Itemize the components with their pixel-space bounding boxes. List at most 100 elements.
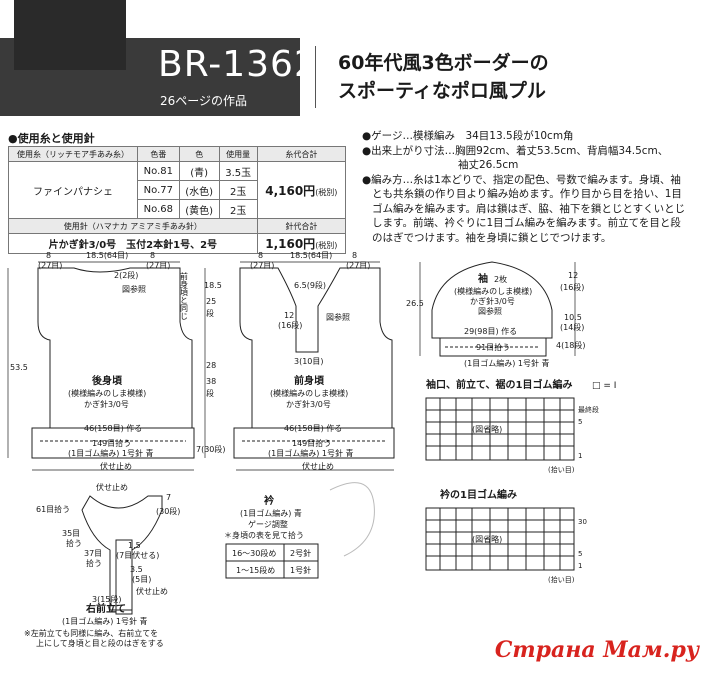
rib1-last-row: 最終段 [578,405,599,414]
back-fig-ref: 図参照 [122,284,146,294]
collar-name: 衿 [264,494,274,507]
needle-total-tax: (税別) [315,241,338,250]
back-sub2: かぎ針3/0号 [84,399,129,409]
sleeve-rib: (1目ゴム編み) 1号針 青 [464,358,550,368]
back-side-25: 25 [206,297,216,306]
collar-sketch [329,482,375,557]
th-needle-total: 針代合計 [256,218,347,234]
placket-p7: (7目伏せる) [116,550,159,560]
sleeve-fig-ref: 図参照 [478,306,502,316]
front-top-27r: (27目) [346,261,370,270]
front-cast: 46(158目) 作る [284,423,342,433]
sleeve-r105: 10.5 [564,313,582,322]
front-top-27l: (27目) [250,261,274,270]
th-color: 色 [178,146,220,162]
back-side-185: 18.5 [204,281,222,290]
front-top-8l: 8 [258,251,263,260]
placket-r30: (30段) [156,506,180,516]
placket-note2: 上にして身頃と目と段のはぎをする [36,638,164,648]
pattern-code: BR-13625 [158,44,342,85]
back-side-38: 38 [206,377,216,386]
back-rib-band [31,427,195,459]
back-body-outline [37,267,193,429]
rib2-pick: (拾い目) [548,575,575,584]
back-sub1: (模様編みのしま模様) [68,388,146,398]
sleeve-r16: (16段) [560,282,584,292]
front-top-185: 18.5(64目) [290,251,332,260]
rib-chart-1 [425,397,575,461]
rib1-abbr: (図省略) [472,424,502,434]
placket-rib: (1目ゴム編み) 1号針 青 [62,616,148,626]
front-placket-3: 3(10目) [294,357,324,366]
rib1-row1: 1 [578,452,582,460]
front-bind: 伏せ止め [302,461,334,471]
method-line: のはぎでつけます。袖を身頃に鎖とじでつけます。 [372,231,612,244]
front-neck-16: (16段) [278,320,302,330]
back-cast: 46(158目) 作る [84,423,142,433]
back-neck-2: 2(2段) [114,270,138,280]
back-bind: 伏せ止め [100,461,132,471]
collar-needle: 2号針 [290,548,311,558]
placket-name: 右前立て [85,602,126,615]
placket-p15: 1.5 [128,541,141,550]
materials-table: 使用糸（リッチモア手あみ糸） 色番 色 使用量 糸代合計 ファインパナシェ No… [8,146,347,254]
rib1-title: 袖口、前立て、裾の1目ゴム編み [425,378,572,391]
placket-p3: 3(15段) [92,594,122,604]
sleeve-r12: 12 [568,271,578,280]
placket-r7: 7 [166,493,171,502]
title-line-2: スポーティなポロ風プル [338,80,546,102]
title-line-1: 60年代風3色ボーダーの [338,52,549,74]
front-rib: (1目ゴム編み) 1号針 青 [268,448,354,458]
front-top-8r: 8 [352,251,357,260]
front-pick: 149目拾う [292,438,331,448]
front-neck-12: 12 [284,311,294,320]
placket-bind2: 伏せ止め [136,586,168,596]
yarn-total: 4,160円(税別) [256,161,347,219]
method-line: します。前端、衿ぐりに1目ゴム編みを編みます。前立てを目と段 [372,217,681,229]
back-side-38b: 段 [206,388,214,398]
yarn-total-value: 4,160円 [265,183,316,198]
method-line: とも共糸鎖の作り目より編み始めます。作り目から目を拾い、1目 [372,188,682,200]
back-side-25b: 段 [206,308,214,318]
sleeve-count: 2枚 [494,274,507,284]
sleeve-r4: 4(18段) [556,340,586,350]
rib1-row5: 5 [578,418,582,426]
sleeve-name: 袖 [477,272,488,285]
rib2-title: 衿の1目ゴム編み [440,488,517,501]
placket-p5: (5目) [132,575,151,584]
collar-rib: (1目ゴム編み) 青 [240,508,302,518]
needle-total-value: 1,160円 [265,237,316,251]
title-divider [315,46,316,108]
yarn-total-tax: (税別) [315,187,338,197]
model-photo [14,0,126,70]
placket-outline [81,495,163,611]
method-line: ●編み方…糸は1本どりで、指定の配色、号数で編みます。身頃、袖 [362,173,681,186]
front-rib-band [233,427,395,459]
back-side-28: 28 [206,361,216,370]
method-line: ゴム編みを編みます。肩は鎖はぎ、脇、袖下を鎖とじとすくいとじ [372,202,686,215]
sleeve-rib-band [439,337,547,357]
materials-heading: ●使用糸と使用針 [8,132,95,145]
rib1-pick: (拾い目) [548,465,575,474]
back-top-27r: (27目) [146,261,170,270]
collar-note: ＊身頃の表を見て拾う [224,530,304,540]
placket-pick37b: 拾う [86,558,102,568]
back-name: 後身頃 [92,374,123,387]
placket-note1: ※左前立ても同様に編み、右前立てを [24,628,158,638]
needle-total: 1,160円(税別) [256,233,347,254]
placket-p35: 3.5 [130,565,143,574]
sleeve-pick: 91目拾う [476,342,510,352]
rib-chart-2 [425,507,575,571]
collar-range: 16〜30段め [232,548,276,558]
rib2-row5: 5 [578,550,582,558]
placket-bind: 伏せ止め [96,482,128,492]
th-yarn-total: 糸代合計 [256,146,347,162]
rib2-abbr: (図省略) [472,534,502,544]
collar-range: 1〜15段め [236,565,275,575]
front-body-outline [239,267,393,429]
sleeve-cast: 29(98目) 作る [464,326,517,336]
th-color-no: 色番 [137,146,180,162]
back-top-8r: 8 [150,251,155,260]
back-top-27l: (27目) [38,261,62,270]
